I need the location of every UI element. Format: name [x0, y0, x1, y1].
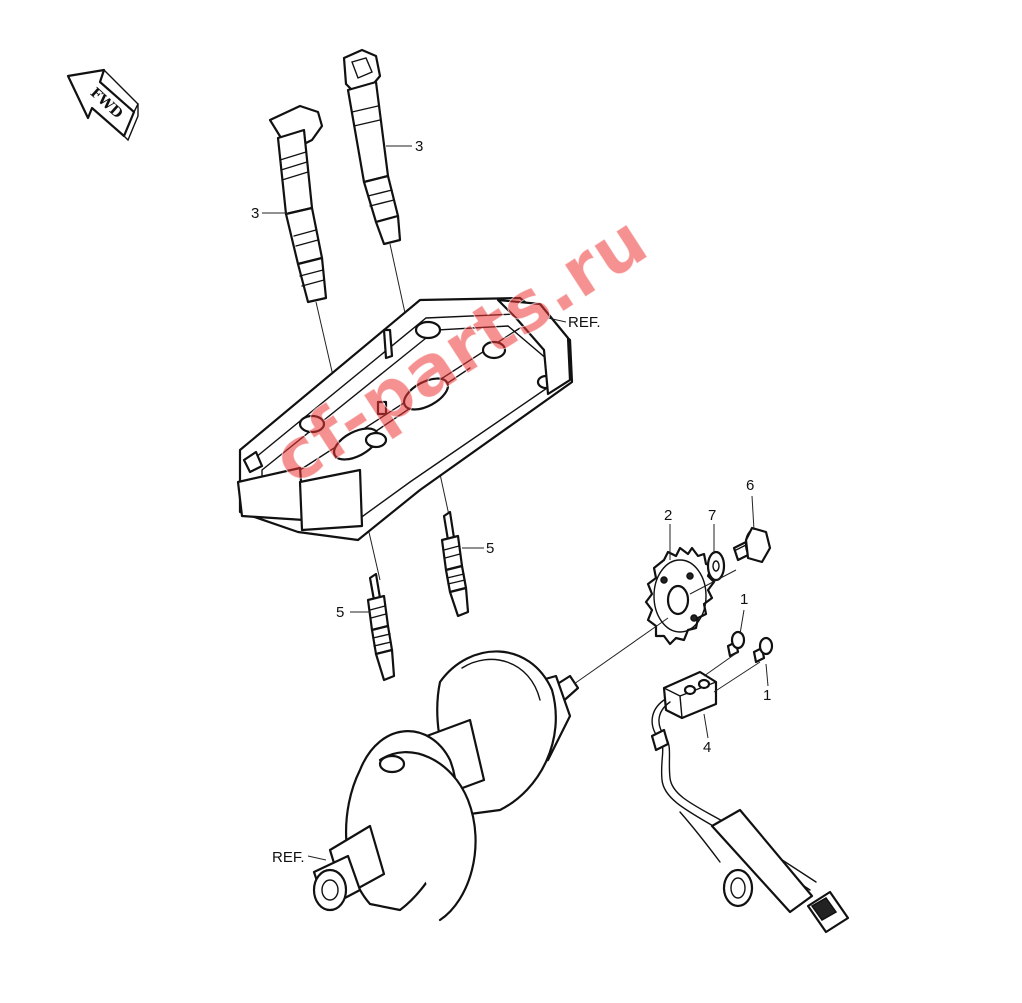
ignition-coil-left	[268, 104, 328, 304]
fwd-arrow-icon: FWD	[66, 68, 139, 142]
trigger-sprocket	[644, 546, 716, 646]
callout-screw-lower: 1	[763, 687, 772, 704]
screw-upper	[726, 630, 746, 658]
crank-position-sensor	[650, 670, 850, 934]
spark-plug-right	[440, 510, 470, 618]
callout-ignition-coil-right: 3	[415, 138, 424, 155]
callout-screw-upper: 1	[740, 591, 749, 608]
flange-bolt	[732, 526, 772, 564]
ignition-coil-right	[342, 48, 402, 246]
screw-lower	[752, 636, 774, 664]
valve-cover	[236, 296, 574, 542]
callout-crankshaft-ref: REF.	[272, 849, 305, 866]
callout-flange-bolt: 6	[746, 477, 755, 494]
callout-ignition-coil-left: 3	[251, 205, 260, 222]
washer	[706, 550, 726, 582]
callout-spark-plug-left: 5	[336, 604, 345, 621]
callout-washer: 7	[708, 507, 717, 524]
callout-valve-cover-ref: REF.	[568, 314, 601, 331]
crankshaft	[312, 650, 580, 922]
callout-spark-plug-right: 5	[486, 540, 495, 557]
spark-plug-left	[366, 572, 396, 682]
callout-sprocket: 2	[664, 507, 673, 524]
callout-crank-sensor: 4	[703, 739, 712, 756]
